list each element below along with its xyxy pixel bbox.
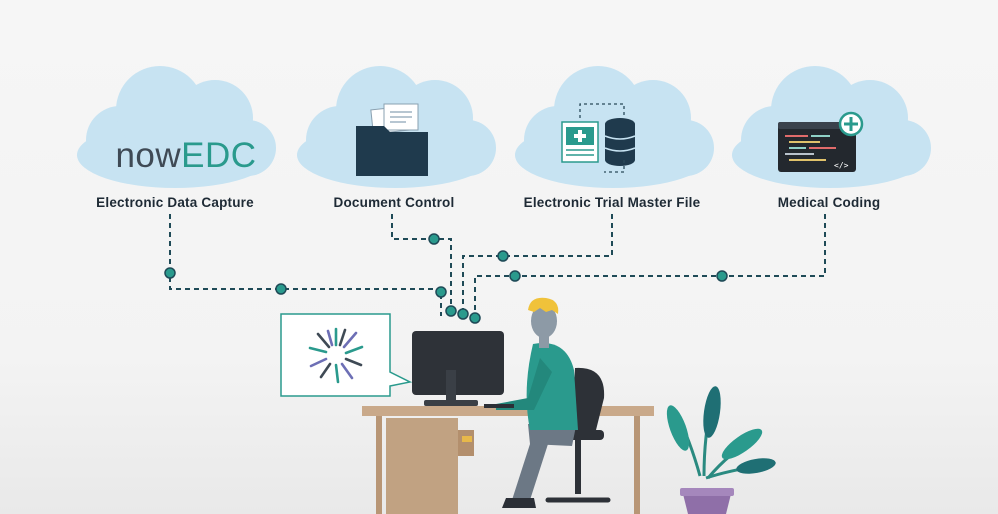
document-database-icon <box>561 103 636 173</box>
code-window-icon: </> <box>778 111 864 172</box>
nowedc-logo: nowEDC <box>96 136 276 176</box>
office-chair <box>545 367 611 503</box>
connector-lines <box>169 214 826 316</box>
burst-logo-icon <box>308 327 364 384</box>
svg-text:</>: </> <box>834 161 849 170</box>
logo-suffix: EDC <box>181 136 257 175</box>
computer-monitor <box>412 331 504 406</box>
label-electronic-data-capture: Electronic Data Capture <box>96 195 254 210</box>
logo-prefix: now <box>115 136 182 175</box>
speech-bubble <box>280 313 413 397</box>
label-electronic-trial-master-file: Electronic Trial Master File <box>523 195 701 210</box>
person-at-desk <box>484 297 578 508</box>
label-medical-coding: Medical Coding <box>777 195 881 210</box>
desk <box>362 406 654 514</box>
label-document-control: Document Control <box>333 195 455 210</box>
cloud-edc <box>77 66 276 188</box>
folder-icon <box>356 103 428 176</box>
connector-nodes <box>164 233 728 324</box>
potted-plant <box>666 386 776 514</box>
